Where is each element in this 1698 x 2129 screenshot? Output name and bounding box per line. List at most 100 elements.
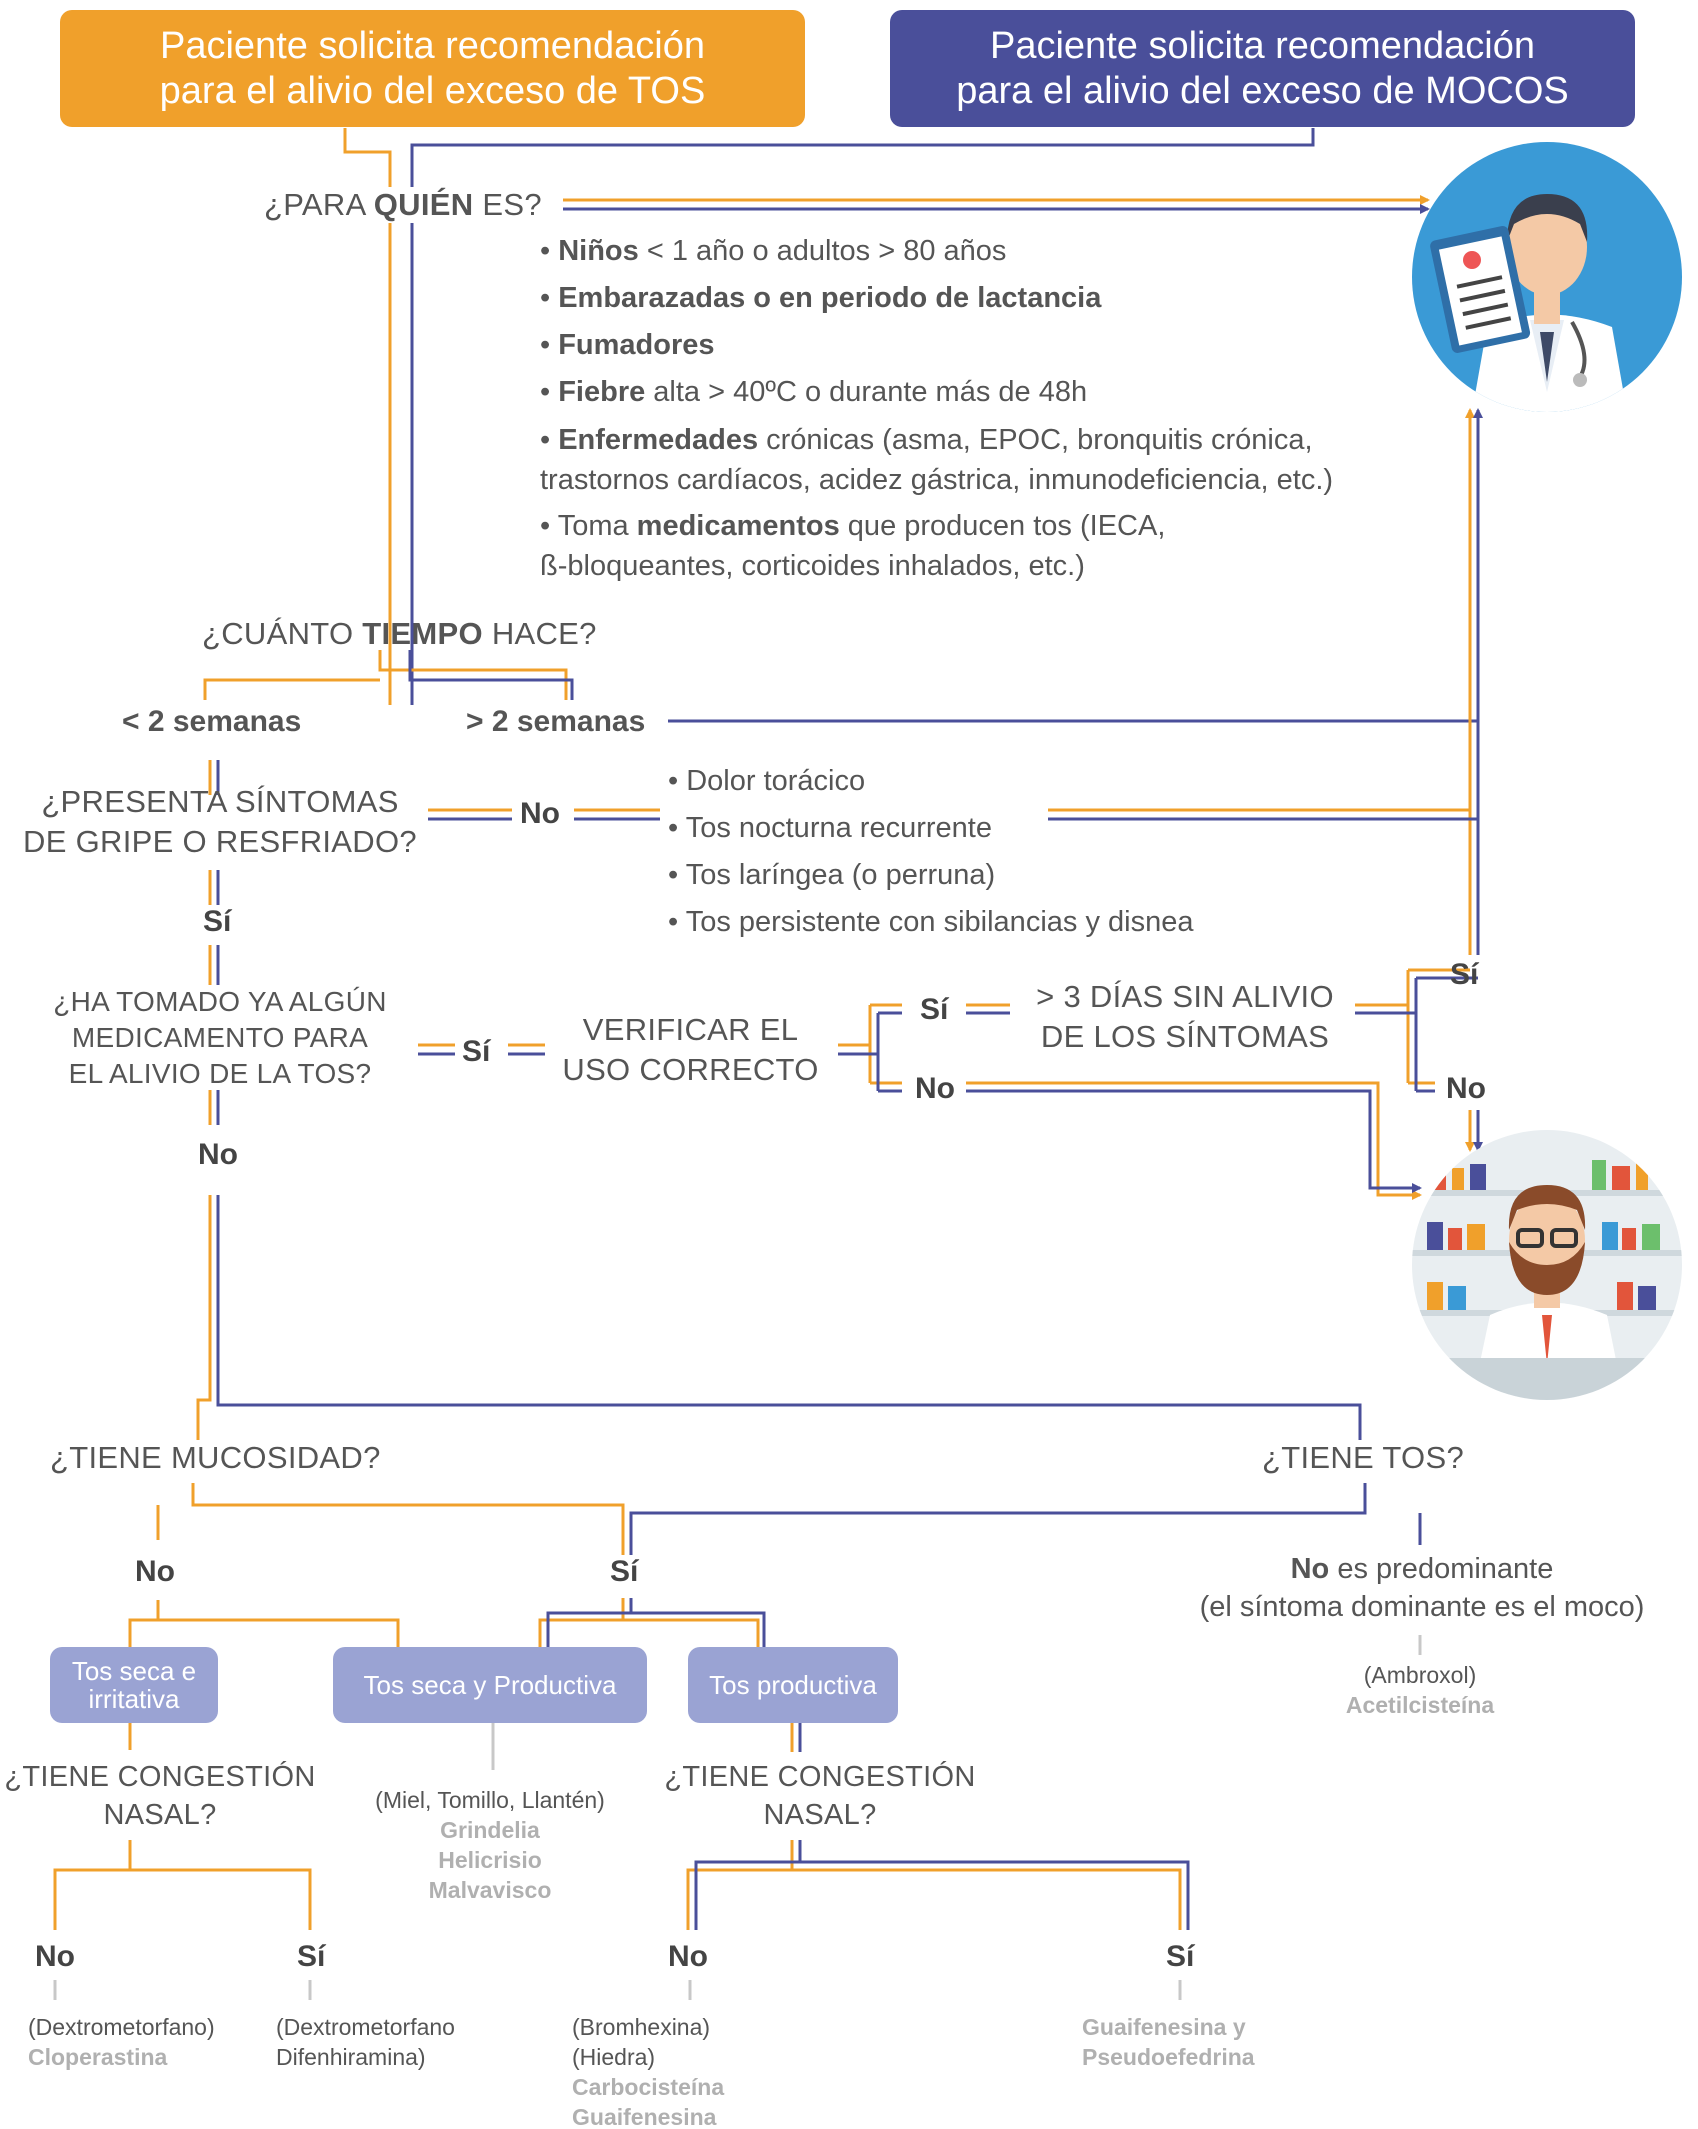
drug-prod-si: Guaifenesina y Pseudoefedrina [1082, 2012, 1255, 2072]
pill-tos-seca: Tos seca e irritativa [50, 1647, 218, 1723]
label-dias-si: Sí [1450, 958, 1479, 991]
question-congestion-productiva: ¿TIENE CONGESTIÓN NASAL? [655, 1758, 985, 1834]
drug-plants: (Miel, Tomillo, Llantén) Grindelia Helic… [345, 1785, 635, 1905]
drug-guaifenesina: Guaifenesina [572, 2104, 717, 2129]
question-congestion-seca-line2: NASAL? [103, 1799, 217, 1831]
symptom-item: • Tos nocturna recurrente [668, 812, 992, 844]
pill-seca-productiva-label: Tos seca y Productiva [363, 1670, 617, 1700]
question-para-quien: ¿PARA QUIÉN ES? [258, 187, 548, 223]
risk-item: • Niños < 1 año o adultos > 80 años [540, 235, 1007, 267]
question-medicamento-line2: MEDICAMENTO PARA [71, 1022, 369, 1053]
risk-item: • Embarazadas o en periodo de lactancia [540, 282, 1102, 314]
header-tos: Paciente solicita recomendación para el … [60, 10, 805, 127]
question-congestion-seca-line1: ¿TIENE CONGESTIÓN [4, 1761, 316, 1793]
drug-miel-tomillo-llanten: (Miel, Tomillo, Llantén) [375, 1787, 605, 1813]
risk-factor-list: • Niños < 1 año o adultos > 80 años • Em… [540, 228, 1333, 586]
drug-carbocisteina: Carbocisteína [572, 2074, 725, 2100]
label-seca-congestion-si: Sí [297, 1940, 326, 1973]
drug-pseudoefedrina: Pseudoefedrina [1082, 2044, 1255, 2070]
drug-guaifenesina-y: Guaifenesina y [1082, 2014, 1246, 2040]
symptom-item: • Tos laríngea (o perruna) [668, 859, 996, 891]
symptom-item: • Dolor torácico [668, 765, 866, 797]
drug-hiedra: (Hiedra) [572, 2044, 656, 2070]
drug-cloperastina: Cloperastina [28, 2044, 168, 2070]
question-gripe: ¿PRESENTA SÍNTOMAS DE GRIPE O RESFRIADO? [10, 782, 430, 862]
step-verificar: VERIFICAR EL USO CORRECTO [548, 1010, 833, 1090]
pill-tos-seca-line1: Tos seca e [71, 1656, 197, 1686]
pill-productiva-label: Tos productiva [709, 1670, 877, 1700]
drug-seca-no: (Dextrometorfano) Cloperastina [28, 2012, 215, 2072]
question-cuanto-tiempo: ¿CUÁNTO TIEMPO HACE? [202, 616, 597, 652]
label-more-2-weeks: > 2 semanas [466, 705, 646, 738]
drug-grindelia: Grindelia [440, 1817, 540, 1843]
label-seca-congestion-no: No [35, 1940, 75, 1973]
drug-ambroxol: (Ambroxol) [1363, 1662, 1477, 1688]
label-medicamento-no: No [198, 1138, 238, 1171]
step-dias-line2: DE LOS SÍNTOMAS [1040, 1019, 1330, 1054]
drug-mucolytic: (Ambroxol) Acetilcisteína [1320, 1660, 1520, 1720]
risk-item: • Toma medicamentos que producen tos (IE… [540, 510, 1166, 542]
question-para-quien-bold: QUIÉN [373, 187, 474, 222]
drug-dextrometorfano-2: (Dextrometorfano [276, 2014, 455, 2040]
label-mucosidad-no: No [135, 1555, 175, 1588]
label-verificar-si: Sí [920, 993, 949, 1026]
question-medicamento-line1: ¿HA TOMADO YA ALGÚN [53, 986, 387, 1017]
no-predominante-line2: (el síntoma dominante es el moco) [1199, 1591, 1645, 1623]
question-tiempo-pre: ¿CUÁNTO [202, 616, 363, 651]
question-para-quien-pre: ¿PARA [264, 187, 374, 222]
step-verificar-line1: VERIFICAR EL [582, 1012, 799, 1047]
question-medicamento: ¿HA TOMADO YA ALGÚN MEDICAMENTO PARA EL … [20, 984, 420, 1092]
header-tos-line1: Paciente solicita recomendación [160, 24, 705, 67]
pill-tos-productiva: Tos productiva [688, 1647, 898, 1723]
question-tiempo-post: HACE? [482, 616, 597, 651]
step-dias-sin-alivio: > 3 DÍAS SIN ALIVIO DE LOS SÍNTOMAS [1015, 977, 1355, 1057]
header-mocos-line2: para el alivio del exceso de MOCOS [956, 69, 1569, 112]
header-mocos: Paciente solicita recomendación para el … [890, 10, 1635, 127]
label-verificar-no: No [915, 1072, 955, 1105]
risk-item-cont: trastornos cardíacos, acidez gástrica, i… [540, 464, 1334, 496]
drug-bromhexina: (Bromhexina) [572, 2014, 711, 2040]
question-tiene-tos: ¿TIENE TOS? [1262, 1440, 1464, 1475]
pill-tos-seca-productiva: Tos seca y Productiva [333, 1647, 647, 1723]
question-congestion-prod-line2: NASAL? [763, 1799, 877, 1831]
drug-prod-no: (Bromhexina) (Hiedra) Carbocisteína Guai… [572, 2012, 724, 2129]
label-gripe-no: No [520, 797, 560, 830]
label-prod-congestion-no: No [668, 1940, 708, 1973]
question-congestion-seca: ¿TIENE CONGESTIÓN NASAL? [0, 1758, 320, 1834]
risk-item: • Fiebre alta > 40ºC o durante más de 48… [540, 376, 1088, 408]
question-para-quien-post: ES? [473, 187, 542, 222]
risk-item-cont: ß-bloqueantes, corticoides inhalados, et… [540, 550, 1085, 582]
question-mucosidad: ¿TIENE MUCOSIDAD? [50, 1440, 381, 1475]
label-mucosidad-si: Sí [610, 1555, 639, 1588]
label-less-2-weeks: < 2 semanas [122, 705, 302, 738]
label-dias-no: No [1446, 1072, 1486, 1105]
pill-tos-seca-line2: irritativa [88, 1684, 180, 1714]
drug-acetilcisteina: Acetilcisteína [1345, 1692, 1495, 1718]
question-tiempo-bold: TIEMPO [362, 616, 483, 651]
label-gripe-si: Sí [203, 905, 232, 938]
question-congestion-prod-line1: ¿TIENE CONGESTIÓN [664, 1761, 976, 1793]
step-dias-line1: > 3 DÍAS SIN ALIVIO [1036, 979, 1334, 1014]
header-tos-line2: para el alivio del exceso de TOS [159, 69, 706, 112]
doctor-icon [1412, 142, 1682, 412]
label-medicamento-si: Sí [462, 1035, 491, 1068]
question-gripe-line2: DE GRIPE O RESFRIADO? [23, 824, 417, 859]
drug-dextrometorfano: (Dextrometorfano) [28, 2014, 215, 2040]
no-predominante-bold: No [1290, 1553, 1330, 1585]
risk-item: • Fumadores [540, 329, 715, 361]
question-gripe-line1: ¿PRESENTA SÍNTOMAS [41, 784, 399, 819]
symptom-item: • Tos persistente con sibilancias y disn… [668, 906, 1194, 938]
header-mocos-line1: Paciente solicita recomendación [990, 24, 1535, 67]
step-verificar-line2: USO CORRECTO [562, 1052, 819, 1087]
drug-seca-si: (Dextrometorfano Difenhiramina) [276, 2012, 455, 2072]
question-medicamento-line3: EL ALIVIO DE LA TOS? [68, 1058, 372, 1089]
no-predominante-rest: es predominante [1329, 1553, 1554, 1585]
drug-difenhiramina: Difenhiramina) [276, 2044, 426, 2070]
risk-item: • Enfermedades crónicas (asma, EPOC, bro… [540, 424, 1313, 456]
drug-helicrisio: Helicrisio [438, 1847, 542, 1873]
symptom-list: • Dolor torácico • Tos nocturna recurren… [668, 758, 1193, 946]
label-prod-congestion-si: Sí [1166, 1940, 1195, 1973]
pharmacist-icon [1412, 1130, 1682, 1400]
